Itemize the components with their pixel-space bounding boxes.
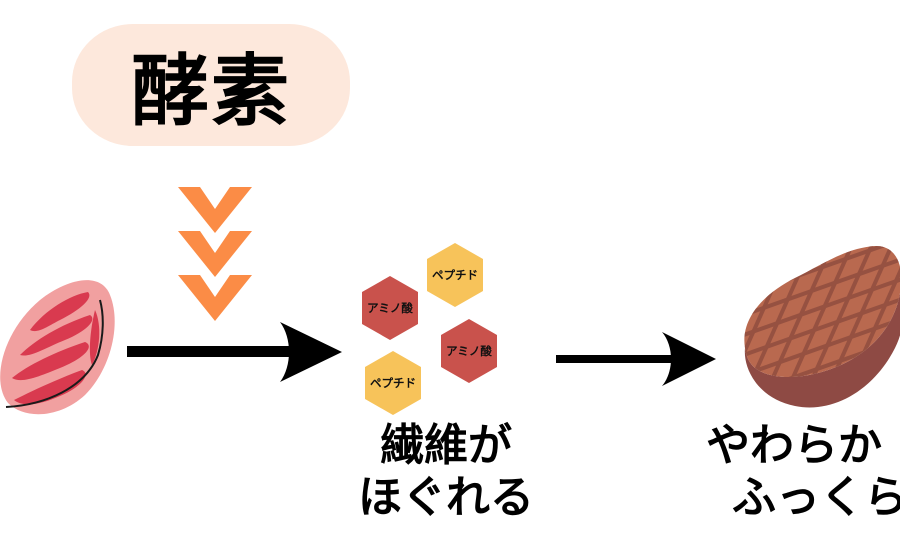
caption-middle-line1: 繊維が (380, 420, 512, 471)
hexagon-peptide-top: ペプチド (427, 243, 483, 307)
grill-mark (793, 245, 877, 378)
svg-text:アミノ酸: アミノ酸 (367, 301, 413, 315)
chevron-down-icon (178, 231, 252, 277)
enzyme-badge (72, 24, 350, 146)
raw-meat-icon (0, 280, 115, 415)
grill-mark (744, 296, 900, 360)
down-chevrons-icon (178, 187, 252, 321)
svg-text:ペプチド: ペプチド (432, 268, 478, 282)
caption-fibers-loosen: 繊維が ほぐれる (346, 420, 546, 524)
caption-soft-fluffy: やわらか ふっくら (706, 420, 900, 524)
hexagon-peptide-bottom: ペプチド (365, 351, 421, 415)
chevron-down-icon (178, 275, 252, 321)
svg-text:ペプチド: ペプチド (370, 376, 416, 390)
arrow-raw-to-breakdown (127, 322, 342, 382)
arrow-breakdown-to-cooked (556, 332, 716, 386)
chevron-down-icon (178, 187, 252, 233)
grill-mark (744, 276, 900, 340)
hexagon-amino-acid-right: アミノ酸 (441, 319, 497, 383)
enzyme-label: 酵素 (130, 47, 291, 137)
grill-mark (744, 316, 900, 378)
cooked-steak-icon (744, 245, 900, 408)
caption-right-line1: やわらか (706, 420, 882, 471)
raw-meat-fat (0, 280, 115, 415)
raw-meat-lean (12, 292, 100, 405)
raw-meat-edge (5, 299, 104, 408)
svg-text:アミノ酸: アミノ酸 (446, 344, 492, 358)
steak-side (744, 293, 900, 408)
caption-right-line2: ふっくら (732, 472, 900, 523)
hexagon-amino-acid-left: アミノ酸 (362, 276, 418, 340)
caption-middle-line2: ほぐれる (358, 472, 534, 523)
grill-mark (744, 256, 900, 320)
molecule-cluster: ペプチド アミノ酸 アミノ酸 ペプチド (362, 243, 497, 415)
